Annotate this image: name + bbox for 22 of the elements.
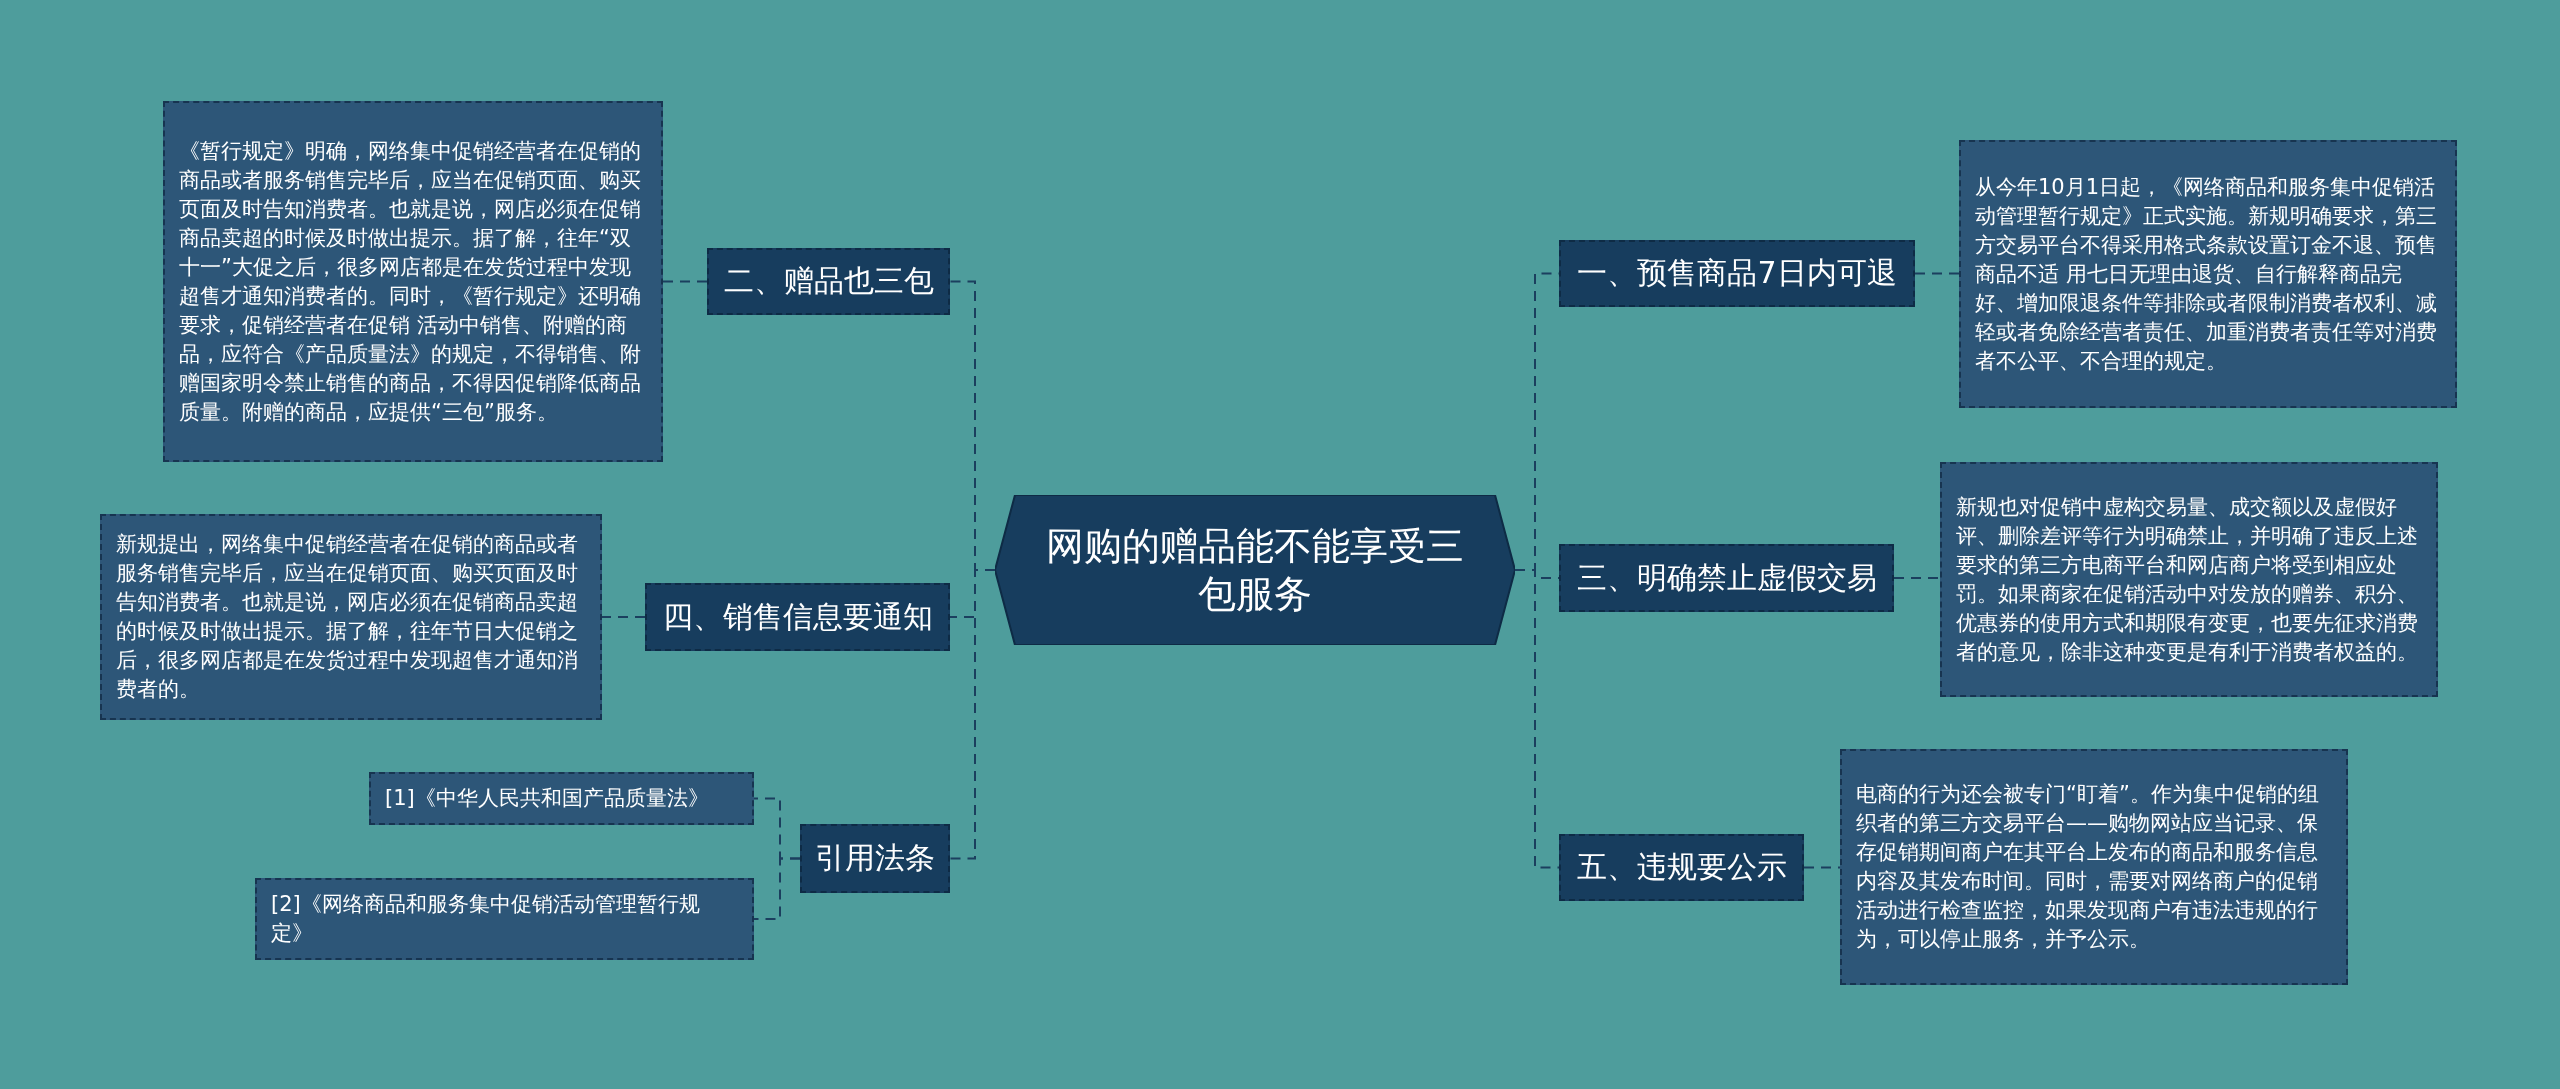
topic-box: 引用法条	[800, 824, 950, 893]
topic-box: 五、违规要公示	[1559, 834, 1804, 901]
topic-hexagon: 网购的赠品能不能享受三包服务	[995, 495, 1515, 645]
connector-line	[1803, 866, 1841, 869]
topic-box: 二、赠品也三包	[707, 248, 950, 315]
note-box: 《暂行规定》明确，网络集中促销经营者在促销的商品或者服务销售完毕后，应当在促销页面、购买页面及时告知消费者。也就是说，网店必须在促销商品卖超的时候及时做出提示。据了解，往年“双十一”大促之后，很多网店都是在发货过程中发现超售才通知消费者的。同时，《暂行规定》还明确要求，促销经营者在促销 活动中销售、附赠的商品，应符合《产品质量法》的规定，不得销售、附赠国家明令禁止销售的商品，不得因促销降低商品质量。附赠的商品，应提供“三包”服务。	[163, 101, 663, 462]
note-box: 电商的行为还会被专门“盯着”。作为集中促销的组织者的第三方交易平台——购物网站应当记录、保存促销期间商户在其平台上发布的商品和服务信息内容及其发布时间。同时，需要对网络商户的促销活动进行检查监控，如果发现商户有违法违规的行为，可以停止服务，并予公示。	[1840, 749, 2348, 985]
topic-box: 一、预售商品7日内可退	[1559, 240, 1915, 307]
topic-box: 四、销售信息要通知	[645, 583, 950, 651]
note-box: 新规也对促销中虚构交易量、成交额以及虚假好评、删除差评等行为明确禁止，并明确了违反上述要求的第三方电商平台和网店商户将受到相应处罚。如果商家在促销活动中对发放的赠券、积分、优惠券的使用方式和期限有变更，也要先征求消费者的意见，除非这种变更是有利于消费者权益的。	[1940, 462, 2438, 697]
connector-line	[753, 857, 801, 920]
topic-box: 三、明确禁止虚假交易	[1559, 544, 1894, 612]
connector-line	[662, 280, 708, 283]
connector-line	[601, 616, 646, 618]
note-box: [2]《网络商品和服务集中促销活动管理暂行规定》	[255, 878, 754, 960]
connector-line	[1893, 577, 1941, 579]
note-box: 新规提出，网络集中促销经营者在促销的商品或者服务销售完毕后，应当在促销页面、购买页面及时告知消费者。也就是说，网店必须在促销商品卖超的时候及时做出提示。据了解，往年节日大促销之后，很多网店都是在发货过程中发现超售才通知消费者的。	[100, 514, 602, 720]
note-box: [1]《中华人民共和国产品质量法》	[369, 772, 754, 825]
connector-line	[949, 569, 996, 860]
connector-line	[1514, 569, 1560, 869]
note-box: 从今年10月1日起，《网络商品和服务集中促销活动管理暂行规定》正式实施。新规明确要求，第三方交易平台不得采用格式条款设置订金不退、预售商品不适 用七日无理由退货、自行解释商品完好、增加限退条件等排除或者限制消费者权利、减轻或者免除经营者责任、加重消费者责任等对消费者不公平、不合理的规定。	[1959, 140, 2457, 408]
connector-line	[1914, 272, 1960, 275]
